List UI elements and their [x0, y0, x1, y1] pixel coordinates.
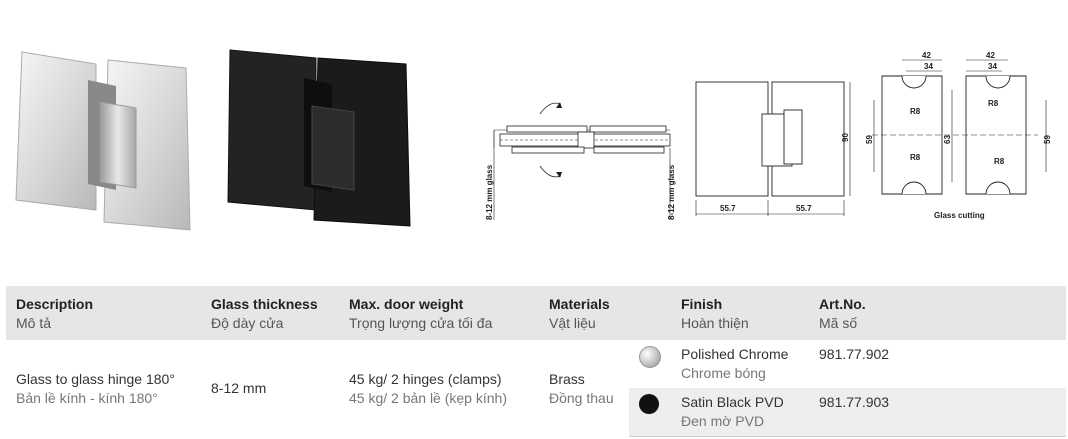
header-swatch — [629, 286, 671, 340]
header-art-no: Art.No.Mã số — [809, 286, 1066, 340]
chrome-swatch-cell — [629, 340, 671, 388]
black-swatch — [639, 394, 659, 414]
table-row: Glass to glass hinge 180°Bản lề kính - k… — [6, 340, 1066, 406]
dim-34-left: 34 — [924, 62, 933, 71]
dim-34-right: 34 — [988, 62, 997, 71]
front-view-drawing: 55.7 55.7 90 — [695, 81, 851, 216]
glass-cutting-label: Glass cutting — [934, 211, 985, 220]
dim-r8-2: R8 — [910, 153, 921, 162]
black-hinge-photo — [227, 49, 411, 227]
glass-label-left: 8-12 mm glass — [485, 164, 494, 220]
dim-90: 90 — [841, 133, 850, 142]
dim-r8-4: R8 — [994, 157, 1005, 166]
dim-63: 63 — [943, 135, 952, 144]
dim-r8-3: R8 — [988, 99, 999, 108]
black-swatch-cell — [629, 388, 671, 437]
dim-59-left: 59 — [865, 135, 874, 144]
glass-cutting-drawing: 42 34 42 34 R8 R8 R8 R8 59 63 59 Glass c… — [865, 51, 1052, 220]
art-no-cell-chrome: 981.77.902 — [819, 346, 890, 362]
side-view-drawing: 8-12 mm glass 8-12 mm glass — [485, 102, 676, 220]
dim-55-7-left: 55.7 — [720, 204, 736, 213]
art-no-cell-black: 981.77.903 — [809, 388, 1066, 437]
chrome-swatch — [639, 346, 661, 368]
dim-42-left: 42 — [922, 51, 931, 60]
product-figures: 8-12 mm glass 8-12 mm glass 55.7 55.7 90… — [15, 49, 1052, 231]
description-cell: Glass to glass hinge 180°Bản lề kính - k… — [16, 370, 175, 406]
glass-label-right: 8-12 mm glass — [667, 164, 676, 220]
dim-55-7-right: 55.7 — [796, 204, 812, 213]
dim-r8-1: R8 — [910, 107, 921, 116]
dim-59-right: 59 — [1043, 135, 1052, 144]
weight-cell: 45 kg/ 2 hinges (clamps)45 kg/ 2 bản lề … — [349, 370, 507, 406]
glass-thickness-cell: 8-12 mm — [211, 380, 267, 396]
chrome-hinge-photo — [15, 51, 191, 231]
dim-42-right: 42 — [986, 51, 995, 60]
